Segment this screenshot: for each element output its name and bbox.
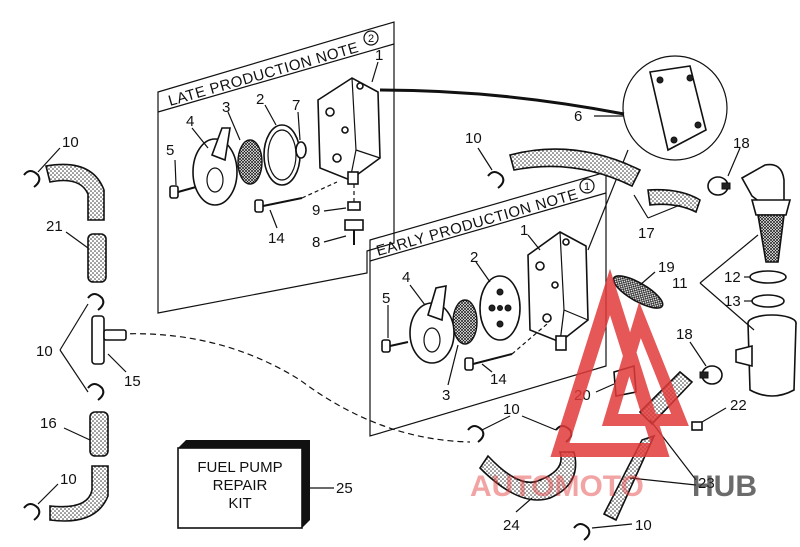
o-ring-13 — [751, 294, 785, 308]
late-callout-8: 8 — [312, 234, 320, 251]
callout-24: 24 — [503, 517, 520, 534]
clamp-18-top — [707, 176, 731, 196]
late-pump-body — [192, 127, 238, 206]
elbow-hose-left-top — [45, 163, 105, 221]
hose-16 — [89, 411, 109, 457]
callout-15: 15 — [124, 373, 141, 390]
hose-17-lower — [647, 188, 701, 214]
late-callout-14: 14 — [268, 230, 285, 247]
early-long-screw — [464, 353, 513, 371]
early-callout-1: 1 — [520, 222, 528, 239]
callout-10-left-top: 10 — [62, 134, 79, 151]
callout-22: 22 — [730, 397, 747, 414]
clip-10-left-mid-a — [87, 293, 105, 311]
callout-10-bottom-right: 10 — [635, 517, 652, 534]
gasket-detail — [622, 55, 728, 161]
late-production-panel: LATE PRODUCTION NOTE 2 — [157, 21, 395, 314]
early-callout-5: 5 — [382, 290, 390, 307]
early-diaphragm-plate — [479, 275, 521, 341]
watermark-text-b: HUB — [692, 470, 757, 503]
early-callout-3: 3 — [442, 387, 450, 404]
callout-18-lower: 18 — [676, 326, 693, 343]
late-screw — [169, 185, 197, 199]
callout-11: 11 — [672, 275, 688, 292]
watermark-logo: AUTOMOTO HUB — [470, 268, 757, 503]
fuel-line-upper — [379, 88, 625, 116]
late-callout-4: 4 — [186, 113, 194, 130]
late-callout-2: 2 — [256, 91, 264, 108]
clip-10-top — [487, 171, 505, 189]
callout-6: 6 — [574, 108, 582, 125]
late-screen — [237, 139, 263, 185]
callout-10-left-bottom: 10 — [60, 471, 77, 488]
callout-18-top: 18 — [733, 135, 750, 152]
kit-line-1: FUEL PUMP — [197, 459, 282, 476]
late-diaphragm-ring — [263, 124, 301, 186]
hose-21 — [87, 233, 107, 283]
tee-fitting-15 — [91, 315, 127, 365]
kit-line-2: REPAIR — [213, 477, 268, 494]
clip-10-mid-a — [467, 425, 485, 443]
clip-10-left-bottom — [23, 503, 41, 521]
early-pump-body — [409, 284, 455, 364]
hose-17-upper — [509, 148, 642, 188]
late-o-ring — [295, 141, 307, 159]
late-callout-7: 7 — [292, 97, 300, 114]
repair-kit-box: FUEL PUMP REPAIR KIT — [177, 440, 310, 529]
callout-10-left-mid: 10 — [36, 343, 53, 360]
fuel-filter-bowl — [735, 314, 797, 397]
screw-22 — [691, 421, 703, 431]
watermark-text-a: AUTOMOTO — [470, 470, 644, 503]
dashed-fuel-line — [119, 333, 471, 443]
late-long-screw — [254, 197, 303, 213]
o-ring-12 — [749, 270, 787, 284]
early-pump-cover — [527, 231, 589, 351]
filter-screen-19 — [612, 275, 664, 309]
clip-10-left-mid-b — [87, 383, 105, 401]
callout-13: 13 — [724, 293, 741, 310]
clip-10-bottom-right — [573, 523, 591, 541]
callout-21: 21 — [46, 218, 63, 235]
clip-10-left-top — [23, 170, 41, 188]
late-callout-5: 5 — [166, 142, 174, 159]
early-callout-4: 4 — [402, 269, 410, 286]
callout-23: 23 — [698, 475, 715, 492]
early-callout-14: 14 — [490, 371, 507, 388]
late-pump-cover — [317, 77, 381, 185]
callout-16: 16 — [40, 415, 57, 432]
callout-19: 19 — [658, 259, 675, 276]
late-fitting — [344, 201, 364, 245]
callout-25: 25 — [336, 480, 353, 497]
kit-line-3: KIT — [228, 495, 251, 512]
late-callout-9: 9 — [312, 202, 320, 219]
callout-17: 17 — [638, 225, 655, 242]
early-callout-2: 2 — [470, 249, 478, 266]
early-note-number: 1 — [584, 181, 590, 193]
elbow-hose-left-bottom — [49, 465, 109, 522]
clamp-18-lower — [699, 365, 723, 385]
late-callout-1: 1 — [375, 47, 383, 64]
late-callout-3: 3 — [222, 99, 230, 116]
callout-12: 12 — [724, 269, 741, 286]
callout-10-middle: 10 — [503, 401, 520, 418]
late-note-number: 2 — [368, 33, 374, 45]
callout-10-top: 10 — [465, 130, 482, 147]
early-screw — [381, 339, 409, 353]
fuel-filter-elbow — [740, 163, 792, 263]
early-screen — [452, 299, 478, 345]
